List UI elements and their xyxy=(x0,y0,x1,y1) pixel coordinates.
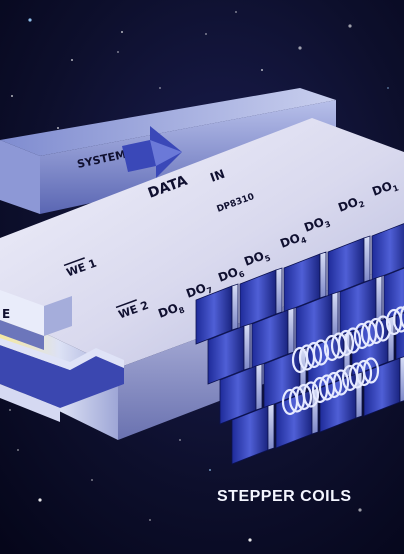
star xyxy=(235,11,237,13)
star xyxy=(248,538,251,541)
coil-frame-edge xyxy=(276,268,282,314)
star xyxy=(298,46,301,49)
star xyxy=(159,87,161,89)
coil-frame-edge xyxy=(320,252,326,298)
partial-left-label: E xyxy=(2,307,10,321)
star xyxy=(9,409,11,411)
coil-frame-edge xyxy=(244,324,250,370)
star xyxy=(17,449,19,451)
coil-frame-edge xyxy=(400,356,404,402)
star xyxy=(91,479,93,481)
star xyxy=(179,439,181,441)
stepper-coils-caption: STEPPER COILS xyxy=(217,488,352,505)
star xyxy=(348,24,351,27)
coil-frame-edge xyxy=(332,292,338,338)
coil-frame-edge xyxy=(256,364,262,410)
star xyxy=(28,18,31,21)
star xyxy=(121,31,123,33)
coil-frame-edge xyxy=(376,276,382,322)
star xyxy=(209,469,211,471)
star xyxy=(71,59,73,61)
star xyxy=(117,51,119,53)
coil-frame-edge xyxy=(268,404,274,450)
star xyxy=(205,33,207,35)
star xyxy=(387,87,389,89)
star xyxy=(261,69,263,71)
star xyxy=(38,498,41,501)
star xyxy=(57,127,59,129)
star xyxy=(149,519,151,521)
coil-frame-edge xyxy=(364,236,370,282)
star xyxy=(358,508,361,511)
star xyxy=(11,95,13,97)
coil-frame-edge xyxy=(232,284,238,330)
coil-frame-edge xyxy=(288,308,294,354)
